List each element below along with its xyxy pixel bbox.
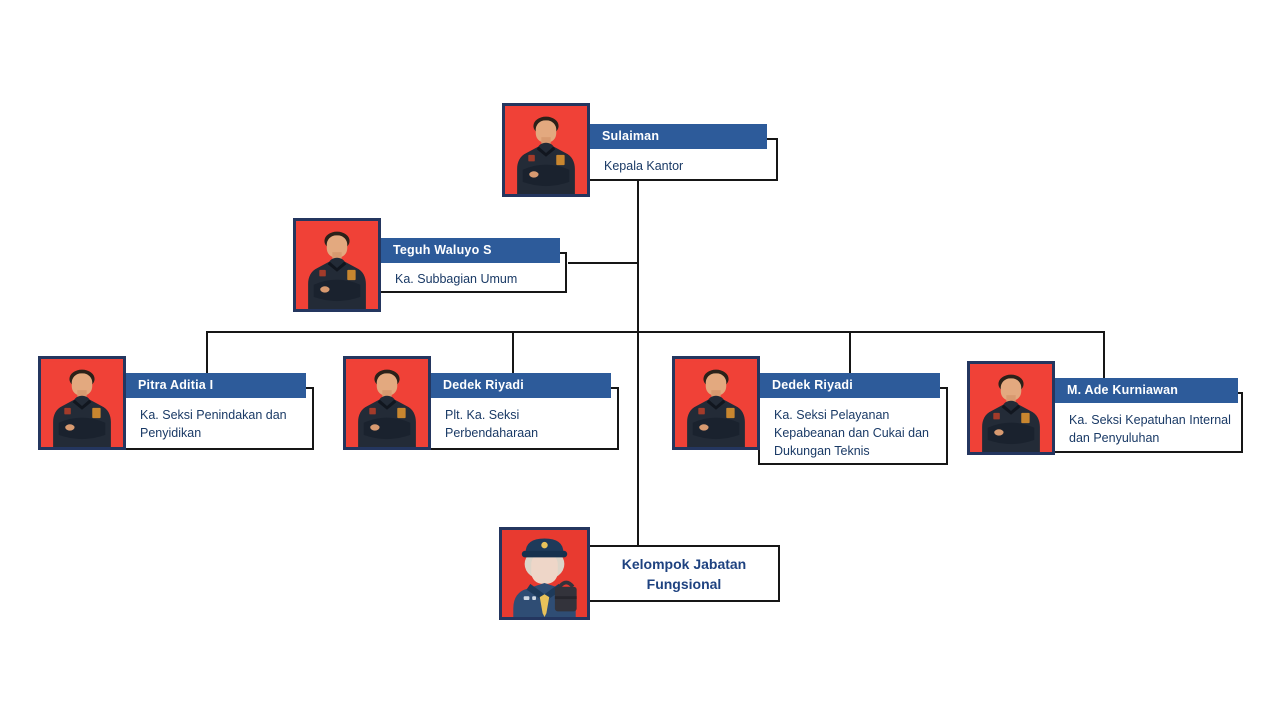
person-title-box: Ka. Seksi Pelayanan Kepabeanan dan Cukai… — [758, 387, 948, 465]
person-name-bar: Dedek Riyadi — [758, 373, 940, 398]
person-name: Teguh Waluyo S — [393, 243, 492, 257]
person-name: Dedek Riyadi — [772, 378, 853, 392]
person-name-bar: Dedek Riyadi — [429, 373, 611, 398]
person-title: Ka. Seksi Pelayanan Kepabeanan dan Cukai… — [774, 408, 929, 458]
officer-portrait-photo — [293, 218, 381, 312]
person-title: Ka. Subbagian Umum — [395, 272, 518, 286]
person-name-bar: Pitra Aditia I — [124, 373, 306, 398]
person-name-bar: M. Ade Kurniawan — [1053, 378, 1238, 403]
functional-group-label: Kelompok Jabatan Fungsional — [621, 555, 747, 592]
person-name: M. Ade Kurniawan — [1067, 383, 1179, 397]
person-title: Ka. Seksi Penindakan dan Penyidikan — [140, 408, 287, 440]
person-name-bar: Sulaiman — [588, 124, 767, 149]
person-title: Plt. Ka. Seksi Perbendaharaan — [445, 408, 539, 440]
person-name: Dedek Riyadi — [443, 378, 524, 392]
functional-group-box: Kelompok Jabatan Fungsional — [588, 545, 780, 602]
officer-portrait-photo — [967, 361, 1055, 455]
officer-portrait-photo — [38, 356, 126, 450]
person-name-bar: Teguh Waluyo S — [379, 238, 560, 263]
person-name: Sulaiman — [602, 129, 660, 143]
officer-flat-illustration-icon — [499, 527, 590, 620]
officer-portrait-photo — [672, 356, 760, 450]
person-title: Ka. Seksi Kepatuhan Internal dan Penyulu… — [1069, 413, 1231, 445]
officer-portrait-photo — [343, 356, 431, 450]
person-name: Pitra Aditia I — [138, 378, 214, 392]
person-title: Kepala Kantor — [604, 159, 684, 173]
officer-portrait-photo — [502, 103, 590, 197]
